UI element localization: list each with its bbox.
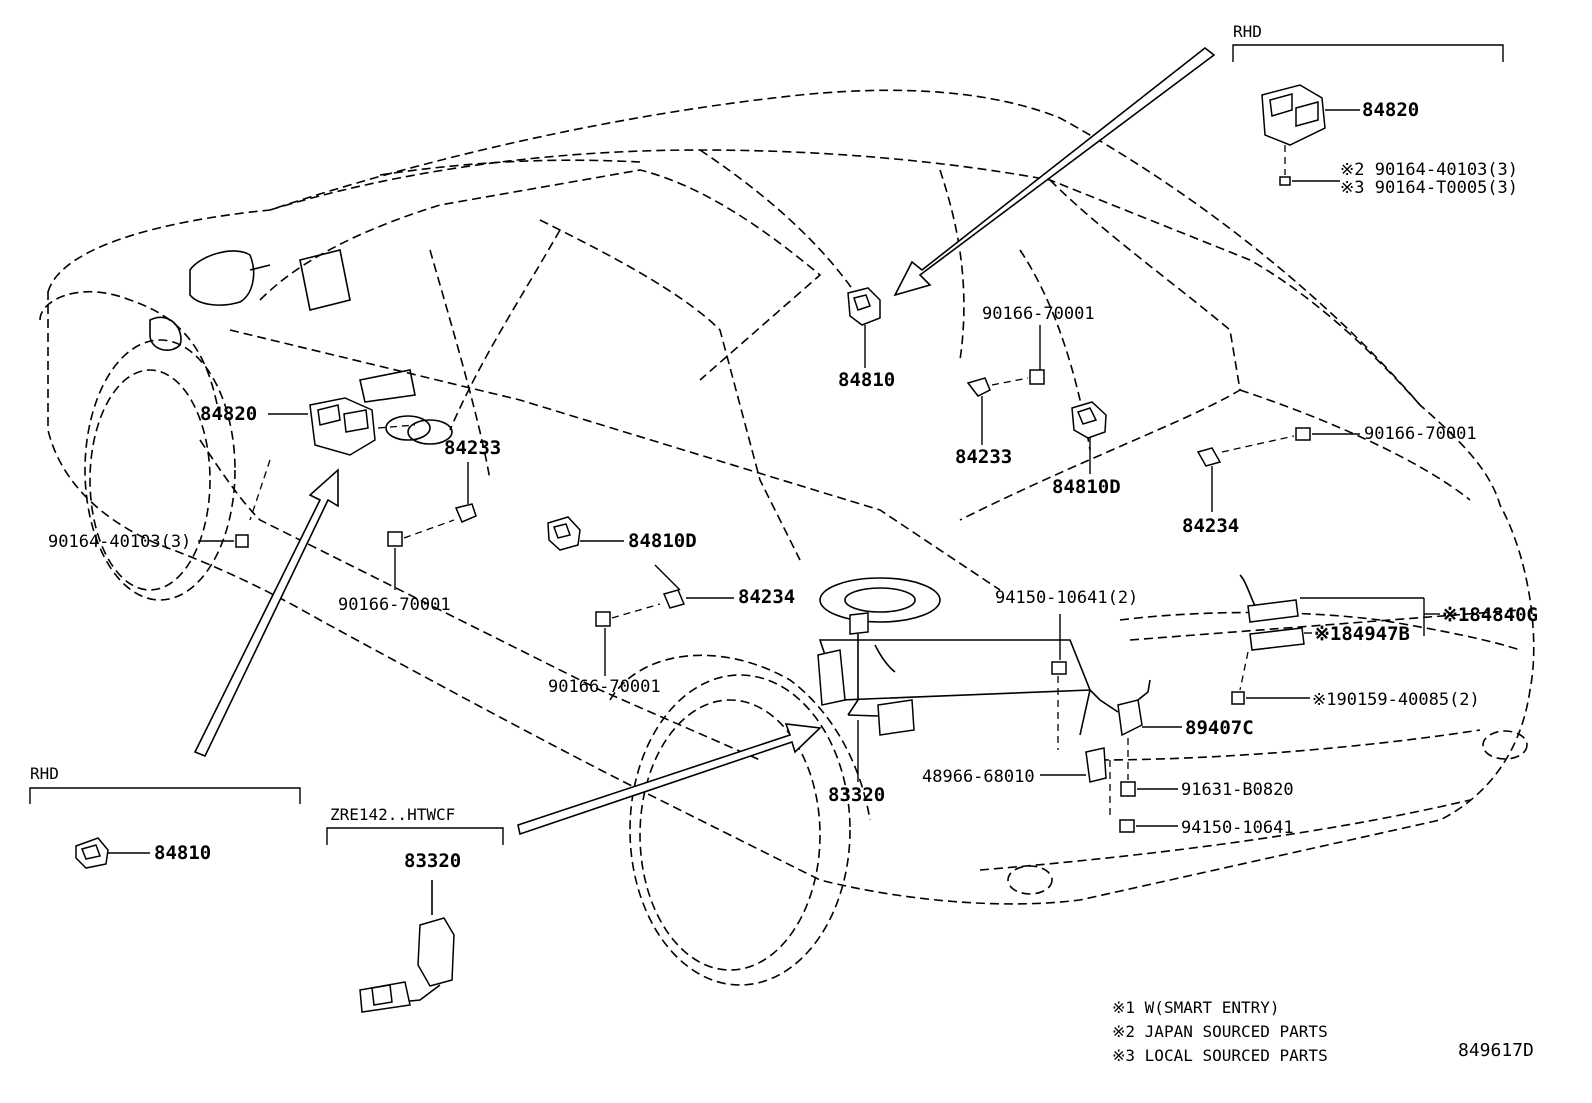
part-84820-left — [309, 397, 376, 456]
label-84947b: ※184947B — [1314, 623, 1410, 645]
label-90166-70001-d: 90166-70001 — [548, 677, 661, 697]
label-83320-main: 83320 — [828, 784, 886, 806]
label-84820-top: 84820 — [1362, 99, 1420, 121]
label-84820-left: 84820 — [200, 403, 258, 425]
label-84810-rhd: 84810 — [154, 842, 212, 864]
label-84233-center: 84233 — [955, 446, 1013, 468]
part-84810-rhd — [75, 837, 109, 869]
part-84840g — [1239, 574, 1305, 651]
section-rhd-top: RHD — [1233, 22, 1262, 41]
label-90164-t0005-top: ※3 90164-T0005(3) — [1340, 178, 1519, 198]
label-84810d-center: 84810D — [1052, 476, 1121, 498]
label-48966-68010: 48966-68010 — [922, 767, 1035, 787]
label-84810-center: 84810 — [838, 369, 896, 391]
note-3: ※3 LOCAL SOURCED PARTS — [1112, 1046, 1328, 1065]
label-94150-10641-2: 94150-10641(2) — [995, 588, 1139, 608]
label-91631-b0820: 91631-B0820 — [1181, 780, 1294, 800]
part-89407c — [1079, 679, 1151, 737]
label-90166-70001-c: 90166-70001 — [338, 595, 451, 615]
label-84810d-left: 84810D — [628, 530, 697, 552]
label-94150-10641: 94150-10641 — [1181, 818, 1294, 838]
part-84820-top — [1261, 84, 1326, 146]
label-90166-70001-a: 90166-70001 — [982, 304, 1095, 324]
label-89407c: 89407C — [1185, 717, 1254, 739]
label-90159-40085: ※190159-40085(2) — [1312, 690, 1480, 710]
part-84810d-left — [547, 516, 581, 551]
label-83320-zre: 83320 — [404, 850, 462, 872]
part-83320-zre — [359, 880, 455, 1013]
part-84810-center — [847, 287, 881, 326]
label-84234-mid: 84234 — [738, 586, 796, 608]
label-90164-40103-top: ※2 90164-40103(3) — [1340, 160, 1519, 180]
label-84840g: ※184840G — [1442, 604, 1538, 626]
label-90166-70001-b: 90166-70001 — [1364, 424, 1477, 444]
section-rhd-left: RHD — [30, 764, 59, 783]
part-83320-main — [817, 612, 915, 736]
label-84234-right: 84234 — [1182, 515, 1240, 537]
diagram-code: 849617D — [1458, 1040, 1534, 1061]
section-zre-variant: ZRE142..HTWCF — [330, 805, 456, 824]
label-84233-left: 84233 — [444, 437, 502, 459]
label-90164-40103-left: 90164-40103(3) — [48, 532, 192, 552]
note-1: ※1 W(SMART ENTRY) — [1112, 998, 1280, 1017]
part-84810d-center — [1071, 401, 1107, 439]
note-2: ※2 JAPAN SOURCED PARTS — [1112, 1022, 1328, 1041]
